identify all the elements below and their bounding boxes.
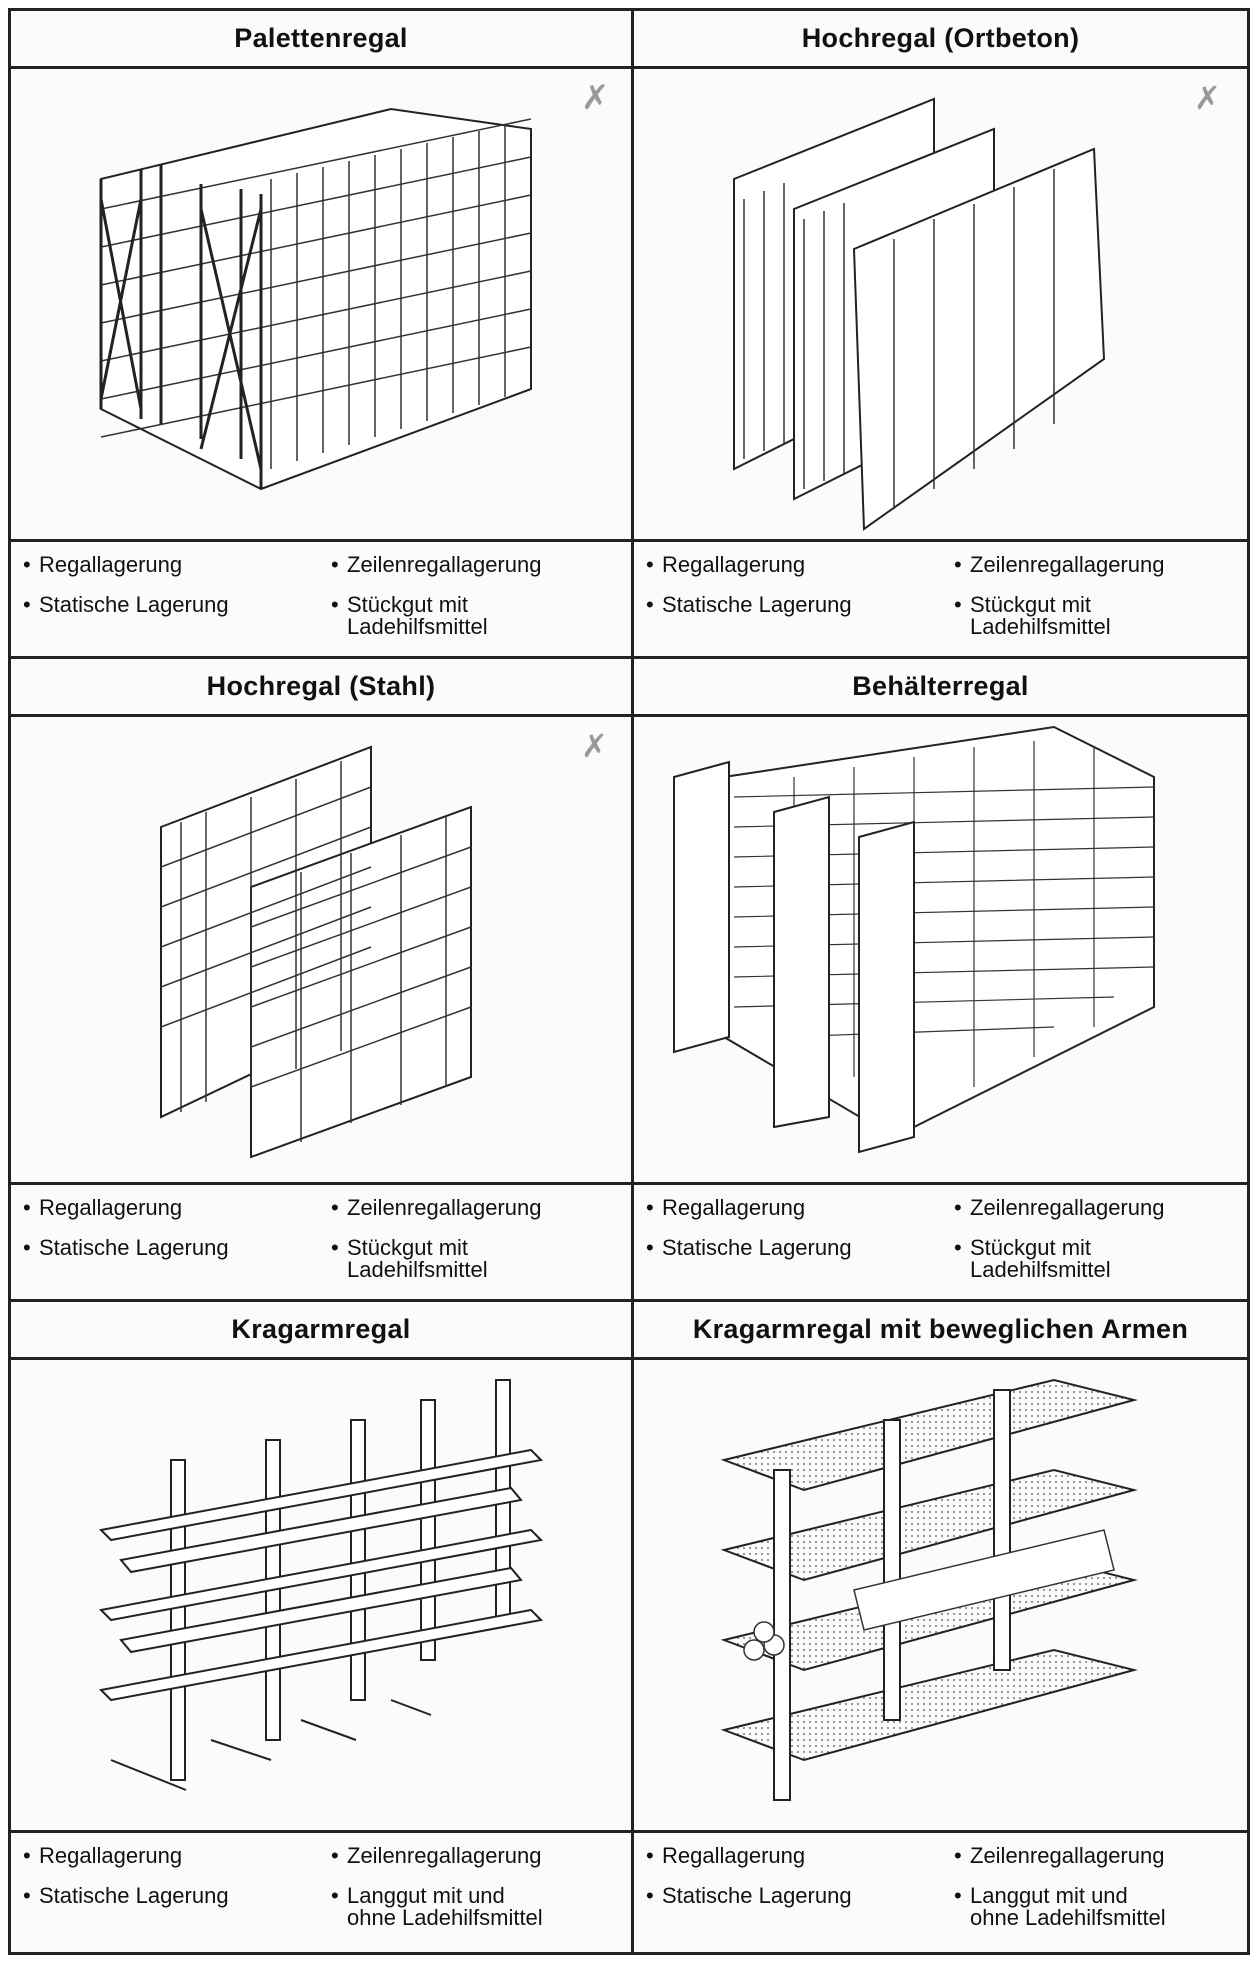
prop-item-continued: Ladehilfsmittel [954, 1255, 1244, 1285]
prop-item: Statische Lagerung [39, 1235, 229, 1260]
check-mark: ✗ [581, 79, 610, 117]
prop-item: Statische Lagerung [662, 1883, 852, 1908]
movable-arm-rack-svg [634, 1360, 1247, 1830]
prop-item: Zeilenregallagerung [347, 1195, 541, 1220]
check-mark: ✗ [1194, 80, 1221, 116]
cell-kragarmregal: Kragarmregal [11, 1302, 631, 1952]
prop-item: Statische Lagerung [39, 1883, 229, 1908]
prop-item-continued: Ladehilfsmittel [331, 612, 621, 642]
properties: •Regallagerung •Statische Lagerung •Zeil… [11, 1182, 631, 1299]
cell-title: Kragarmregal mit beweglichen Armen [634, 1302, 1247, 1360]
prop-item: Regallagerung [662, 1195, 805, 1220]
concrete-rack-svg: ✗ [634, 69, 1247, 539]
prop-item: Regallagerung [39, 552, 182, 577]
properties: •Regallagerung •Statische Lagerung •Zeil… [11, 1830, 631, 1952]
prop-item-continued: ohne Ladehilfsmittel [331, 1903, 621, 1933]
check-mark: ✗ [581, 728, 608, 764]
properties: •Regallagerung •Statische Lagerung •Zeil… [634, 1830, 1247, 1952]
cantilever-rack-illustration [11, 1360, 631, 1830]
cell-hochregal-ortbeton: Hochregal (Ortbeton) ✗ •Regallagerung [634, 11, 1247, 656]
steel-rack-svg: ✗ [11, 717, 631, 1182]
prop-item: Zeilenregallagerung [347, 1843, 541, 1868]
prop-item-continued: ohne Ladehilfsmittel [954, 1903, 1244, 1933]
properties: •Regallagerung •Statische Lagerung •Zeil… [634, 539, 1247, 656]
pallet-rack-svg: ✗ [11, 69, 631, 539]
cell-hochregal-stahl: Hochregal (Stahl) ✗ •Regallagerung •S [11, 659, 631, 1299]
prop-item: Statische Lagerung [39, 592, 229, 617]
prop-item: Zeilenregallagerung [970, 1195, 1164, 1220]
cell-behaelterregal: Behälterregal •Regallagerung [634, 659, 1247, 1299]
prop-item: Statische Lagerung [662, 1235, 852, 1260]
prop-item-continued: Ladehilfsmittel [954, 612, 1244, 642]
cell-title: Kragarmregal [11, 1302, 631, 1360]
pallet-rack-illustration: ✗ [11, 69, 631, 539]
prop-item: Regallagerung [39, 1843, 182, 1868]
movable-arm-cantilever-illustration [634, 1360, 1247, 1830]
prop-item: Regallagerung [662, 1843, 805, 1868]
cell-title: Hochregal (Stahl) [11, 659, 631, 717]
steel-high-bay-illustration: ✗ [11, 717, 631, 1182]
prop-item: Zeilenregallagerung [970, 1843, 1164, 1868]
rack-overview-sheet: Palettenregal ✗ •Regallagerung [8, 8, 1250, 1955]
properties: •Regallagerung •Statische Lagerung •Zeil… [11, 539, 631, 656]
prop-item-continued: Ladehilfsmittel [331, 1255, 621, 1285]
concrete-high-bay-illustration: ✗ [634, 69, 1247, 539]
prop-item: Zeilenregallagerung [970, 552, 1164, 577]
cell-title: Hochregal (Ortbeton) [634, 11, 1247, 69]
cantilever-rack-svg [11, 1360, 631, 1830]
prop-item: Regallagerung [662, 552, 805, 577]
cell-title: Palettenregal [11, 11, 631, 69]
cell-title: Behälterregal [634, 659, 1247, 717]
prop-item: Zeilenregallagerung [347, 552, 541, 577]
cell-palettenregal: Palettenregal ✗ •Regallagerung [11, 11, 631, 656]
prop-item: Statische Lagerung [662, 592, 852, 617]
bin-rack-svg [634, 717, 1247, 1182]
cell-kragarmregal-bewegliche-arme: Kragarmregal mit beweglichen Armen [634, 1302, 1247, 1952]
properties: •Regallagerung •Statische Lagerung •Zeil… [634, 1182, 1247, 1299]
prop-item: Regallagerung [39, 1195, 182, 1220]
bin-rack-illustration [634, 717, 1247, 1182]
